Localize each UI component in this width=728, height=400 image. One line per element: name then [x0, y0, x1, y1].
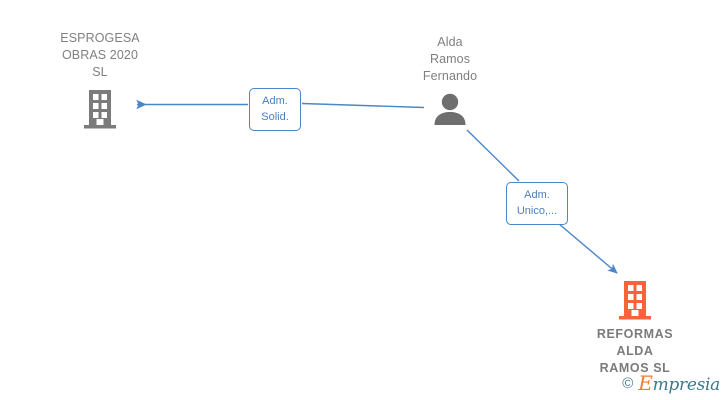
node-company-reformas-alda-ramos[interactable]: REFORMAS ALDA RAMOS SL: [565, 278, 705, 377]
edge-person-to-unico-chip: [466, 129, 520, 182]
office-building-icon: [619, 281, 651, 320]
edge-unico-chip-to-reformas: [551, 217, 618, 274]
node-person-alda-ramos-fernando[interactable]: Alda Ramos Fernando: [380, 34, 520, 127]
person-icon: [434, 93, 466, 125]
empresia-logo-rest: mpresia: [652, 375, 721, 395]
empresia-watermark: © Empresia: [622, 373, 720, 394]
node-label-esprogesa: ESPROGESA OBRAS 2020 SL: [60, 31, 140, 79]
office-building-icon: [84, 90, 116, 129]
copyright-icon: ©: [622, 375, 634, 392]
node-label-person: Alda Ramos Fernando: [422, 35, 478, 83]
node-label-reformas: REFORMAS ALDA RAMOS SL: [596, 327, 674, 375]
edge-label-adm-solid[interactable]: Adm. Solid.: [249, 88, 301, 131]
edge-label-adm-unico[interactable]: Adm. Unico,...: [506, 182, 568, 225]
empresia-logo-initial: E: [638, 371, 653, 395]
node-company-esprogesa[interactable]: ESPROGESA OBRAS 2020 SL: [30, 30, 170, 131]
empresia-logo-text: Empresia: [638, 373, 720, 394]
